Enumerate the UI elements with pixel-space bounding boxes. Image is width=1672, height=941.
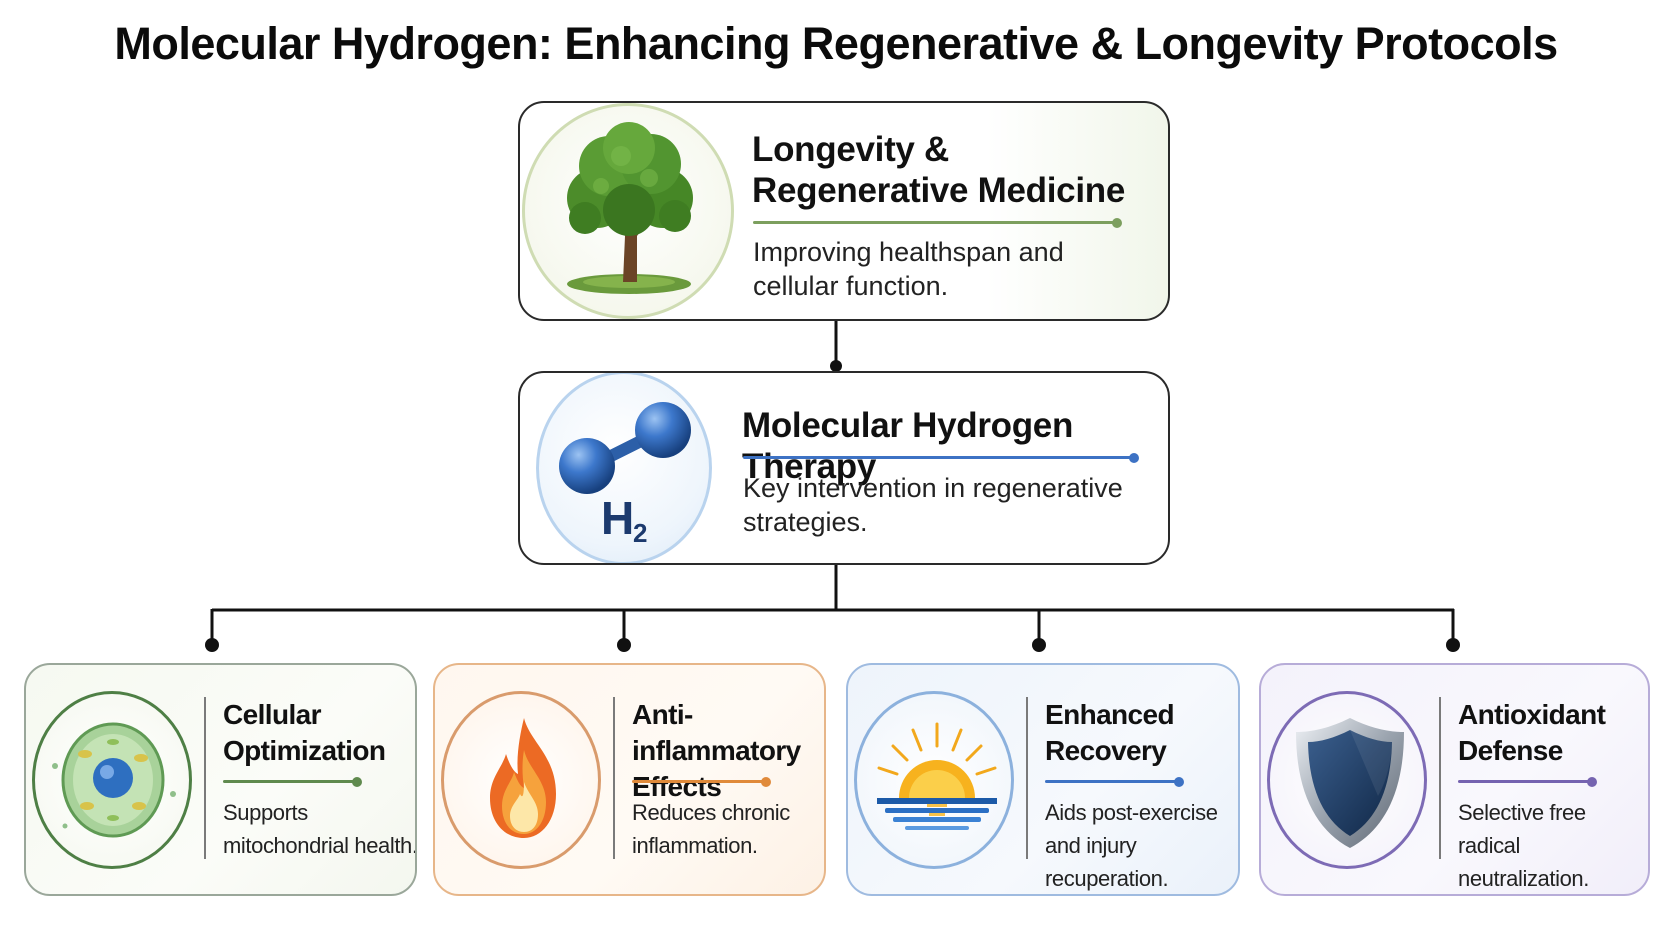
anti-inflammatory-card: Anti-inflammatory Effects Reduces chroni… bbox=[433, 663, 826, 896]
cellular-optimization-description: Supports mitochondrial health. bbox=[223, 800, 417, 858]
divider-line bbox=[204, 697, 206, 859]
page-title: Molecular Hydrogen: Enhancing Regenerati… bbox=[114, 18, 1558, 69]
hydrogen-therapy-heading: Molecular Hydrogen Therapy bbox=[742, 406, 1074, 486]
anti-inflammatory-divider bbox=[632, 776, 771, 787]
enhanced-recovery-divider bbox=[1045, 776, 1184, 787]
hydrogen-therapy-divider bbox=[743, 452, 1139, 463]
shield-icon bbox=[1267, 691, 1427, 869]
svg-text:2: 2 bbox=[633, 518, 647, 548]
svg-text:H: H bbox=[601, 492, 634, 544]
anti-inflammatory-heading: Anti-inflammatory Effects bbox=[632, 699, 801, 802]
divider-line bbox=[1439, 697, 1441, 859]
antioxidant-defense-description: Selective free radical neutralization. bbox=[1458, 800, 1589, 891]
longevity-divider bbox=[753, 217, 1122, 228]
cell-icon bbox=[32, 691, 192, 869]
divider-line bbox=[613, 697, 615, 859]
longevity-description: Improving healthspan and cellular functi… bbox=[753, 237, 1064, 301]
cellular-optimization-card: Cellular Optimization Supports mitochond… bbox=[24, 663, 417, 896]
sunrise-icon bbox=[854, 691, 1014, 869]
longevity-heading: Longevity & Regenerative Medicine bbox=[752, 130, 1126, 210]
enhanced-recovery-heading: Enhanced Recovery bbox=[1045, 699, 1175, 766]
cellular-optimization-divider bbox=[223, 776, 362, 787]
antioxidant-defense-heading: Antioxidant Defense bbox=[1458, 699, 1606, 766]
enhanced-recovery-description: Aids post-exercise and injury recuperati… bbox=[1045, 800, 1218, 891]
flame-icon bbox=[441, 691, 601, 869]
tree-icon bbox=[522, 103, 734, 319]
cellular-optimization-heading: Cellular Optimization bbox=[223, 699, 386, 766]
divider-line bbox=[1026, 697, 1028, 859]
longevity-card: Longevity & Regenerative Medicine Improv… bbox=[518, 101, 1170, 321]
antioxidant-defense-divider bbox=[1458, 776, 1597, 787]
hydrogen-therapy-description: Key intervention in regenerative strateg… bbox=[743, 473, 1123, 537]
hydrogen-therapy-card: H 2 Molecular Hydrogen Therapy Key inter… bbox=[518, 371, 1170, 565]
anti-inflammatory-description: Reduces chronic inflammation. bbox=[632, 800, 790, 858]
enhanced-recovery-card: Enhanced Recovery Aids post-exercise and… bbox=[846, 663, 1240, 896]
antioxidant-defense-card: Antioxidant Defense Selective free radic… bbox=[1259, 663, 1650, 896]
h2-molecule-icon: H 2 bbox=[536, 373, 712, 563]
